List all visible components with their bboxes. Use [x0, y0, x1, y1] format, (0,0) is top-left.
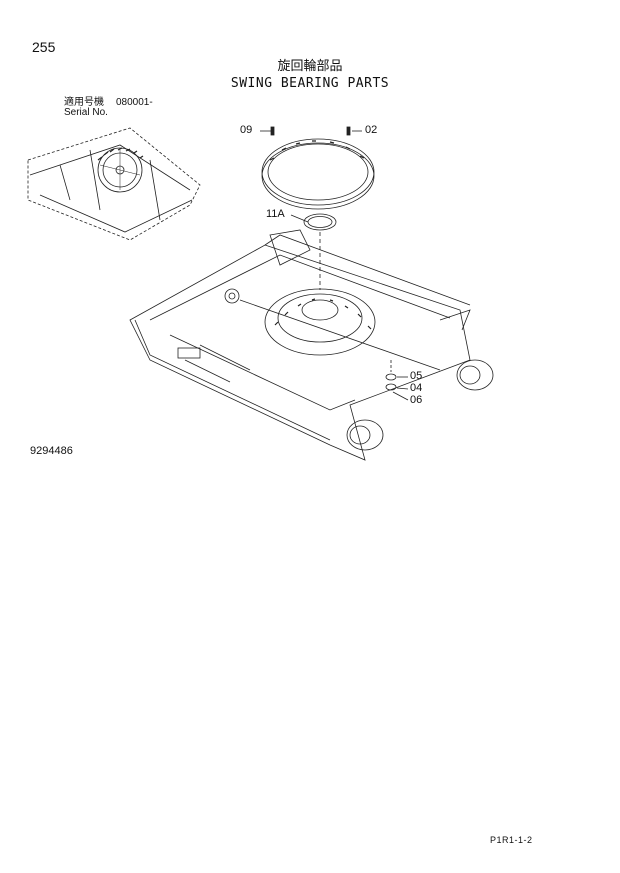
idler-end-right [456, 359, 494, 391]
part-label-11a: 11A [266, 208, 285, 220]
bolt-09 [260, 126, 275, 136]
footer-reference: P1R1-1-2 [490, 835, 533, 845]
part-label-05: 05 [410, 370, 423, 382]
swing-bearing-ring [261, 138, 375, 210]
document-code: 9294486 [30, 445, 73, 457]
serial-label-english: Serial No. [64, 107, 108, 118]
mount-lug [224, 288, 240, 304]
bolt-02 [346, 126, 362, 136]
overview-undercarriage [27, 127, 201, 241]
serial-value: 080001- [116, 97, 153, 108]
seal-11a [290, 213, 337, 290]
part-label-09: 09 [240, 124, 253, 136]
track-frame [129, 229, 471, 461]
serial-label-japanese: 適用号機 [64, 97, 104, 108]
page-number: 255 [32, 39, 56, 55]
title-japanese: 旋回輪部品 [277, 58, 343, 73]
part-label-04: 04 [410, 382, 423, 394]
center-mount [264, 288, 376, 356]
title-english: SWING BEARING PARTS [230, 76, 390, 91]
small-parts-group [385, 360, 409, 401]
idler-end-front [346, 419, 384, 451]
part-label-06: 06 [410, 394, 423, 406]
part-label-02: 02 [365, 124, 378, 136]
